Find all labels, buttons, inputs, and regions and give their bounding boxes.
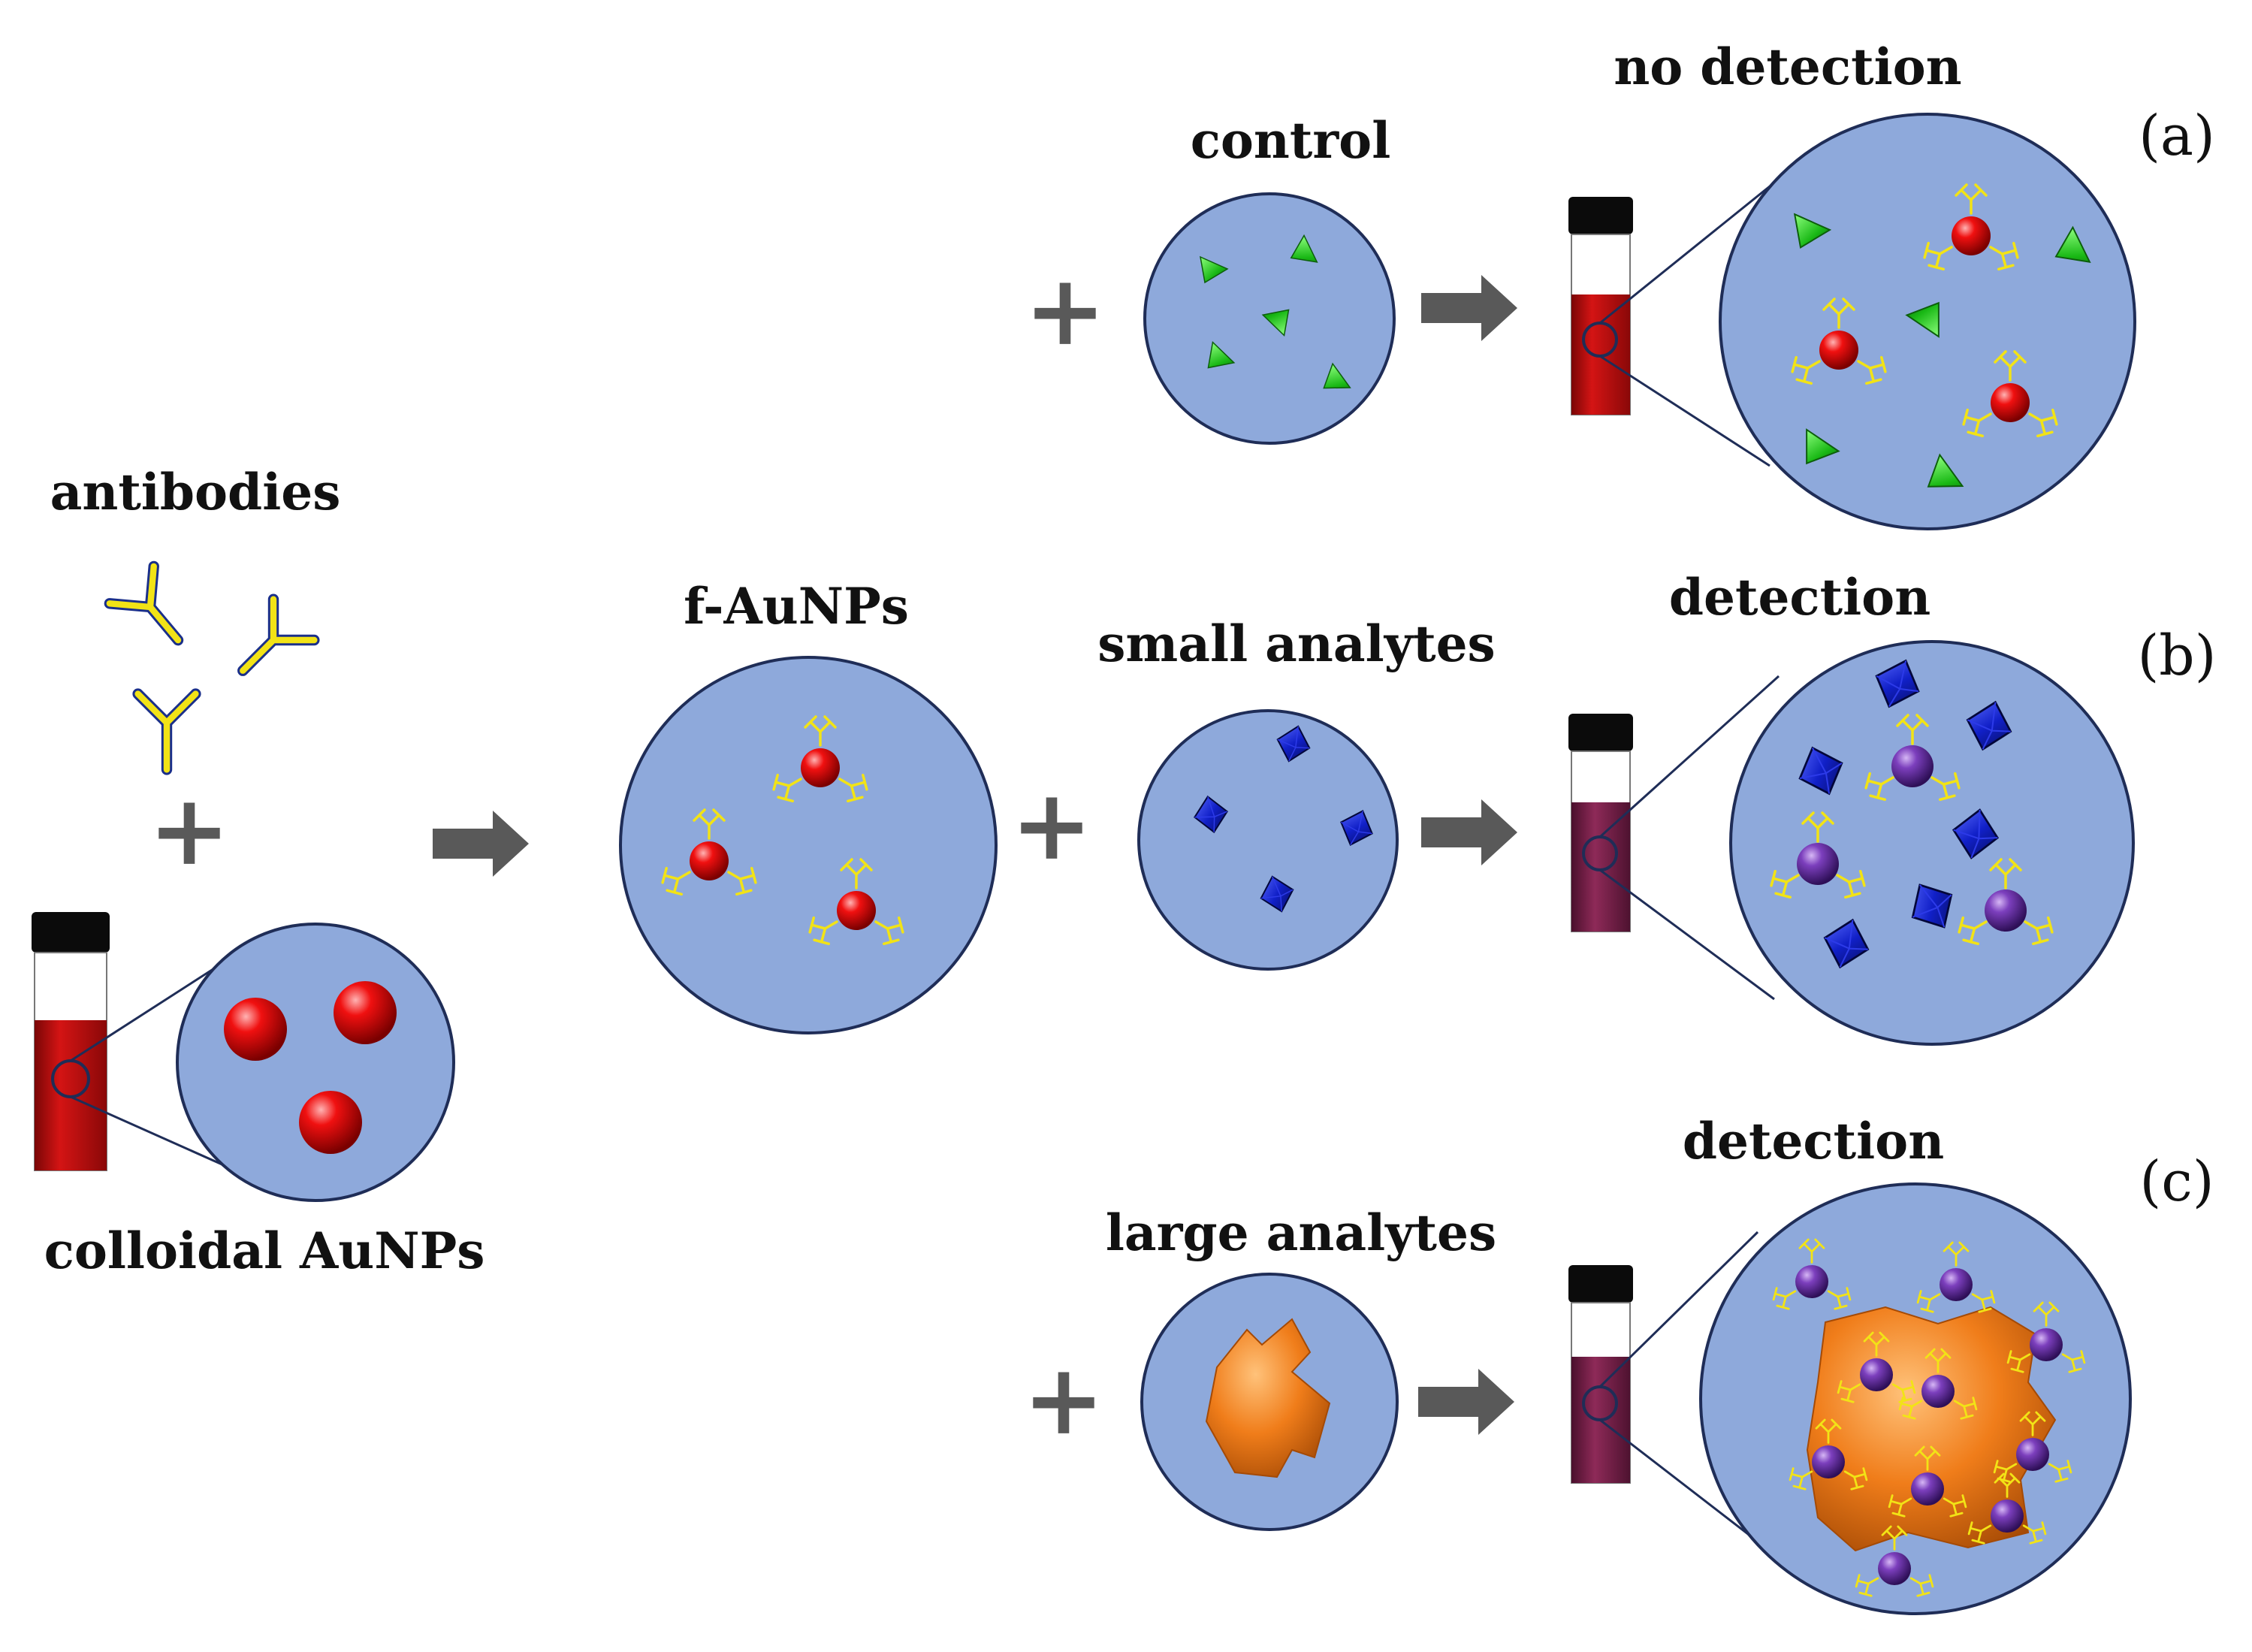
zoom-line bbox=[1599, 185, 1771, 325]
zoom-line bbox=[1599, 355, 1771, 467]
plus-icon: + bbox=[1025, 252, 1106, 367]
zoom-line bbox=[1599, 1418, 1758, 1543]
antibody-icon bbox=[132, 688, 201, 775]
panel-label-c: (c) bbox=[2139, 1149, 2214, 1214]
arrow-right-icon bbox=[1418, 1369, 1514, 1435]
detection-label-b: detection bbox=[1669, 568, 1931, 627]
antibody-icon bbox=[104, 560, 184, 646]
no-detection-label: no detection bbox=[1614, 38, 1961, 96]
plus-icon: + bbox=[149, 772, 231, 887]
gold-nanoparticle-icon bbox=[299, 1091, 362, 1154]
vial-icon bbox=[32, 912, 110, 1171]
f-aunps-circle bbox=[619, 656, 998, 1034]
vial-icon bbox=[1568, 197, 1633, 415]
arrow-right-icon bbox=[433, 811, 529, 877]
zoom-line bbox=[1599, 868, 1775, 1001]
small-analytes-label: small analytes bbox=[1097, 615, 1495, 673]
colloidal-aunps-label: colloidal AuNPs bbox=[44, 1222, 485, 1280]
orange-blob-analyte-icon bbox=[1205, 1318, 1331, 1478]
arrow-right-icon bbox=[1421, 799, 1517, 865]
plus-icon: + bbox=[1023, 1342, 1105, 1457]
detection-zoom-circle-b bbox=[1729, 640, 2135, 1046]
control-label: control bbox=[1191, 111, 1391, 170]
large-analytes-label: large analytes bbox=[1106, 1204, 1496, 1262]
zoom-line bbox=[1598, 675, 1780, 838]
panel-label-a: (a) bbox=[2139, 104, 2215, 168]
antibodies-label: antibodies bbox=[50, 463, 341, 521]
gold-nanoparticle-icon bbox=[224, 998, 287, 1061]
zoom-line bbox=[70, 1095, 240, 1173]
vial-icon bbox=[1568, 1265, 1633, 1484]
antibody-icon bbox=[237, 593, 320, 676]
plus-icon: + bbox=[1011, 767, 1093, 882]
vial-icon bbox=[1568, 714, 1633, 932]
detection-label-c: detection bbox=[1683, 1112, 1944, 1170]
arrow-right-icon bbox=[1421, 275, 1517, 341]
gold-nanoparticle-icon bbox=[334, 981, 397, 1044]
zoom-line bbox=[1598, 1231, 1759, 1388]
f-aunps-label: f-AuNPs bbox=[684, 577, 909, 636]
aunp-zoom-circle bbox=[176, 923, 455, 1202]
small-analytes-circle bbox=[1137, 709, 1399, 971]
panel-label-b: (b) bbox=[2137, 624, 2216, 688]
